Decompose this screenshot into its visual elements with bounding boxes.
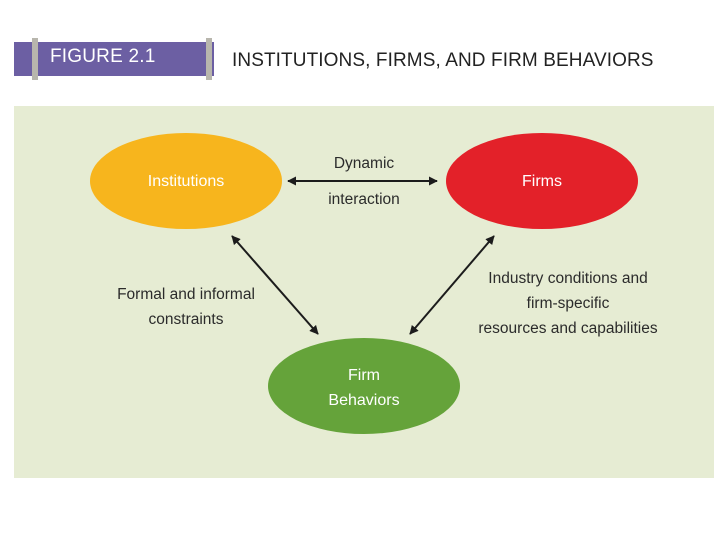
- header-bar-right: [206, 38, 212, 80]
- figure-title: INSTITUTIONS, FIRMS, AND FIRM BEHAVIORS: [232, 50, 654, 71]
- header-bar-left: [32, 38, 38, 80]
- edge-label-industry-2: firm-specific: [527, 295, 610, 312]
- node-institutions: [90, 133, 282, 229]
- figure-header: FIGURE 2.1 INSTITUTIONS, FIRMS, AND FIRM…: [14, 38, 706, 80]
- edge-label-industry-1: Industry conditions and: [488, 270, 647, 287]
- arrow-industry-conditions: [409, 235, 495, 335]
- figure-number: FIGURE 2.1: [50, 46, 156, 67]
- edge-label-dynamic-1: Dynamic: [334, 155, 395, 172]
- edge-label-formal-1: Formal and informal: [117, 286, 255, 303]
- edge-label-industry-3: resources and capabilities: [478, 320, 657, 337]
- node-firms: [446, 133, 638, 229]
- node-firms-label: Firms: [522, 173, 562, 190]
- node-institutions-label: Institutions: [148, 173, 224, 190]
- arrow-formal-constraints: [231, 235, 319, 335]
- edge-label-dynamic-2: interaction: [328, 191, 400, 208]
- edge-label-formal-2: constraints: [149, 311, 224, 328]
- figure-label-box: [14, 42, 214, 76]
- node-firm-behaviors: [268, 338, 460, 434]
- node-firm-behaviors-label-1: Firm: [348, 367, 380, 384]
- node-firm-behaviors-label-2: Behaviors: [328, 392, 399, 409]
